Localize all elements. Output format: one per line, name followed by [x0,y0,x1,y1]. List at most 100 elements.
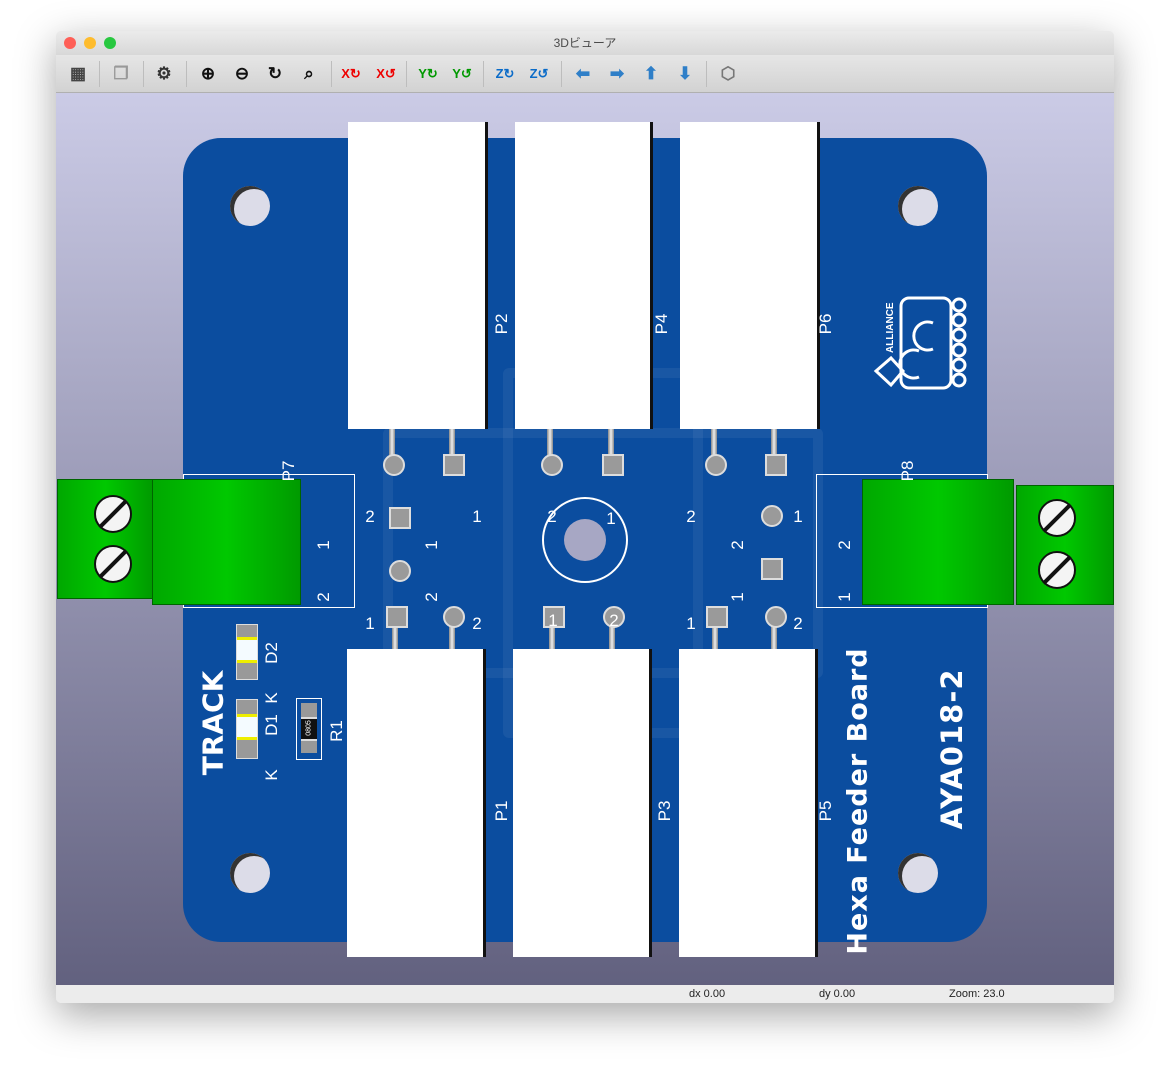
center-hole [564,519,606,561]
label-r1: R1 [327,720,346,742]
screw-icon [94,495,132,533]
screw-icon [1038,499,1076,537]
svg-text:ALLIANCE: ALLIANCE [885,302,896,353]
redraw-button[interactable]: ↻ [267,64,283,83]
pad [603,606,625,628]
pin-label: 2 [686,507,696,526]
label-k: K [262,769,281,781]
separator [561,61,562,87]
move-up-button[interactable]: ⬆ [643,64,659,83]
zoom-fit-button[interactable]: ⌕ [304,64,314,83]
minimize-button[interactable] [84,37,96,49]
rotate-z-ccw-button[interactable]: Z↺ [529,66,549,81]
title-bar: 3Dビューア [56,31,1114,55]
board-name: Hexa Feeder Board [842,647,874,955]
mounting-hole [230,853,270,893]
pad [706,606,728,628]
pin-label: 1 [793,507,803,526]
separator [483,61,484,87]
connector-p5[interactable] [679,649,818,957]
connector-p2[interactable] [348,122,488,429]
pin-lead [449,615,455,649]
close-button[interactable] [64,37,76,49]
pin-label: 2 [609,611,619,630]
pin-label: 2 [728,540,747,550]
status-bar: dx 0.00 dy 0.00 Zoom: 23.0 [56,985,1114,1003]
pad [389,560,411,582]
zoom-out-button[interactable]: ⊖ [234,64,250,83]
label-p1: P1 [492,800,511,822]
pin-label: 2 [793,614,803,633]
pad [541,454,563,476]
mounting-hole [898,186,938,226]
pin-label: 2 [314,592,333,602]
pin-label: 1 [365,614,375,633]
connector-p1[interactable] [347,649,486,957]
pad [386,606,408,628]
zoom-in-button[interactable]: ⊕ [200,64,216,83]
separator [331,61,332,87]
connector-p4[interactable] [515,122,653,429]
pin-lead [609,615,615,649]
pad [765,606,787,628]
toolbar: ▦ ❐ ⚙ ⊕ ⊖ ↻ ⌕ X↻ X↺ Y↻ Y↺ Z↻ Z↺ ⬅ ➡ ⬆ ⬇ … [56,55,1114,93]
copy-button[interactable]: ❐ [113,64,129,83]
ortho-view-button[interactable]: ⬡ [720,64,736,83]
move-down-button[interactable]: ⬇ [677,64,693,83]
label-p5: P5 [816,800,835,822]
rotate-z-cw-button[interactable]: Z↻ [495,66,515,81]
connector-p3[interactable] [513,649,652,957]
label-k: K [262,692,281,704]
pad [443,606,465,628]
pin-lead [389,429,395,463]
pin-label: 1 [606,509,616,528]
pin-lead [549,615,555,649]
pin-lead [608,429,614,463]
pin-lead [771,429,777,463]
status-dy: dy 0.00 [819,988,856,1000]
screw-icon [94,545,132,583]
rotate-x-ccw-button[interactable]: X↺ [376,66,396,81]
pin-lead [547,429,553,463]
led-d2 [236,624,258,680]
label-d1: D1 [262,714,281,736]
3d-canvas[interactable]: ALLIANCE 0805 [56,93,1114,985]
pad [761,505,783,527]
screw-icon [1038,551,1076,589]
pin-lead [449,429,455,463]
rotate-y-cw-button[interactable]: Y↻ [418,66,438,81]
settings-button[interactable]: ⚙ [156,64,172,83]
label-p6: P6 [816,313,835,335]
alliance-dcc-logo: ALLIANCE [873,296,967,390]
move-left-button[interactable]: ⬅ [575,64,591,83]
label-p2: P2 [492,313,511,335]
pin-label: 1 [686,614,696,633]
pad [543,606,565,628]
export-3d-button[interactable]: ▦ [69,64,87,83]
pin-label: 2 [547,507,557,526]
connector-p6[interactable] [680,122,820,429]
pad [705,454,727,476]
rotate-y-ccw-button[interactable]: Y↺ [452,66,472,81]
status-dx: dx 0.00 [689,988,726,1000]
rotate-x-cw-button[interactable]: X↻ [341,66,361,81]
label-p3: P3 [655,800,674,822]
terminal-block-p8-housing [862,479,1014,605]
pin-label: 2 [472,614,482,633]
maximize-button[interactable] [104,37,116,49]
pin-label: 1 [728,592,747,602]
pin-label: 2 [422,592,441,602]
label-p8: P8 [898,460,917,482]
label-p4: P4 [652,313,671,335]
pin-label: 2 [835,540,854,550]
pin-label: 1 [472,507,482,526]
mounting-hole [898,853,938,893]
pad [761,558,783,580]
move-right-button[interactable]: ➡ [609,64,625,83]
separator [406,61,407,87]
separator [186,61,187,87]
separator [99,61,100,87]
pin-label: 1 [314,540,333,550]
3d-viewer-window: 3Dビューア ▦ ❐ ⚙ ⊕ ⊖ ↻ ⌕ X↻ X↺ Y↻ Y↺ Z↻ Z↺ ⬅… [56,31,1114,1003]
pin-label: 1 [835,592,854,602]
